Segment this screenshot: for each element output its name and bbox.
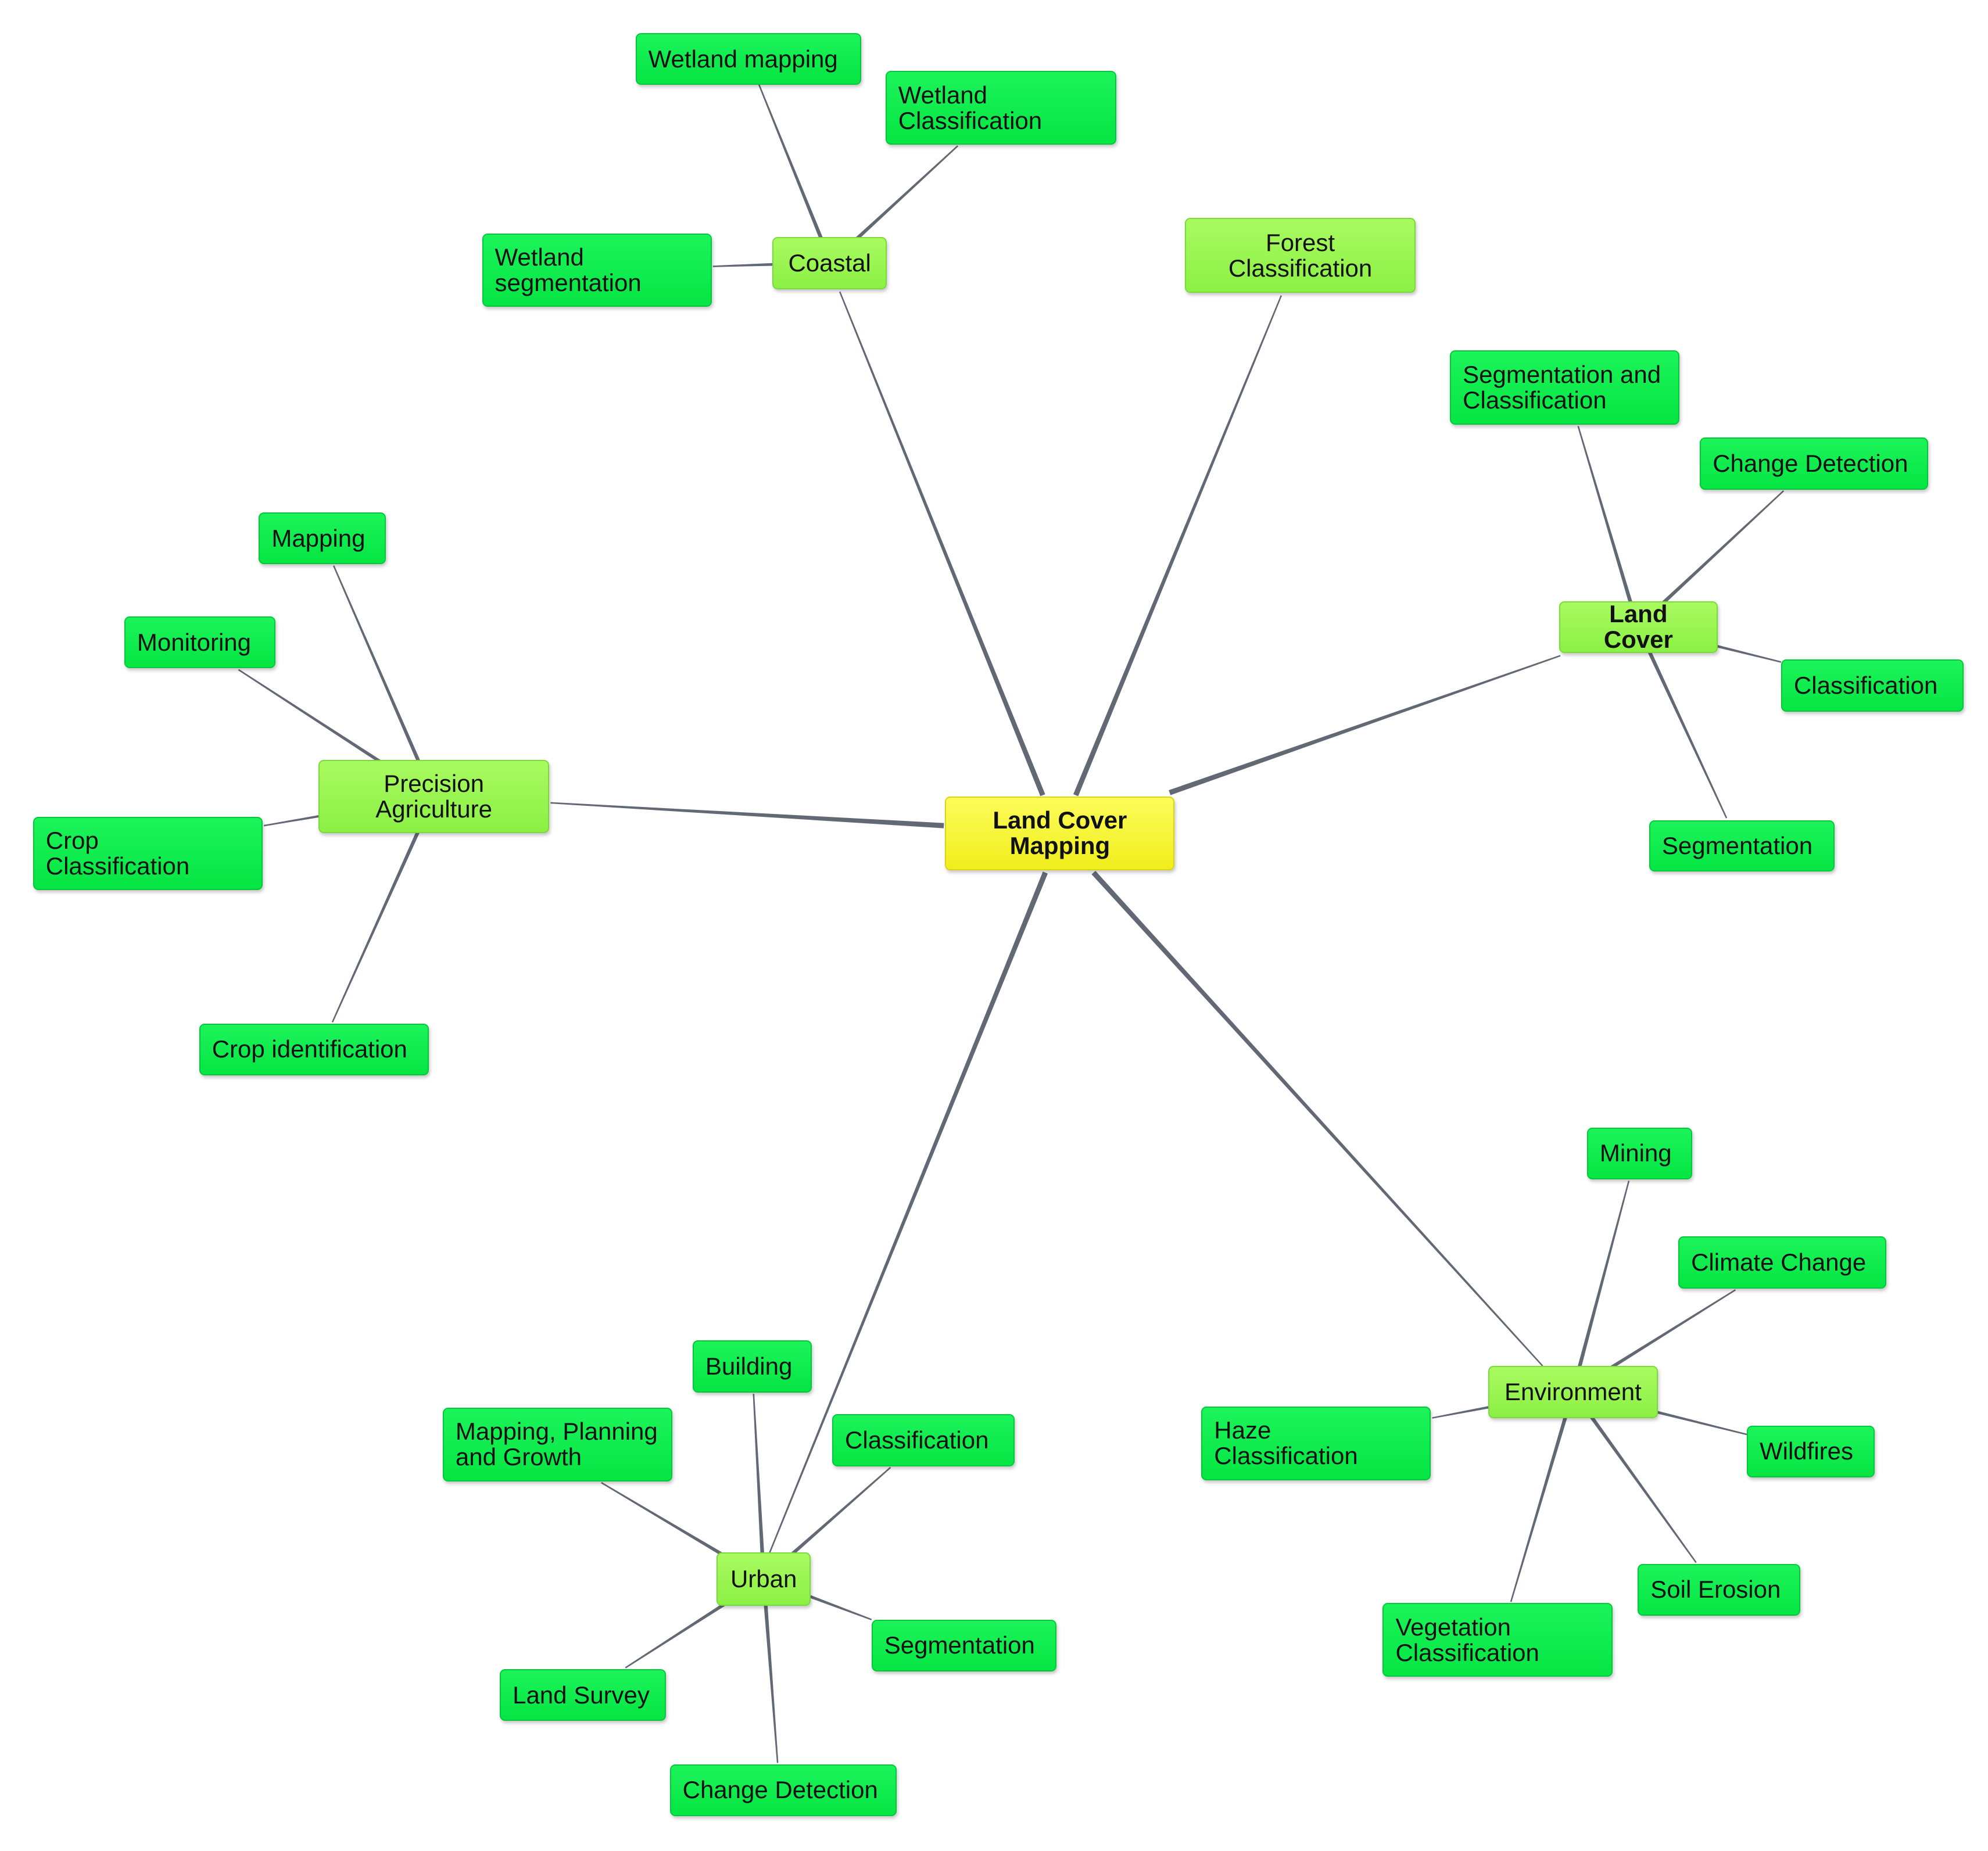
connector-urban-to-u6 bbox=[761, 1579, 779, 1763]
connector-root-to-forest bbox=[1073, 295, 1282, 797]
connector-landcover-to-l2 bbox=[1636, 490, 1785, 628]
branch-node-precision-agriculture: Precision Agriculture bbox=[318, 759, 550, 834]
connector-urban-to-u3 bbox=[762, 1466, 891, 1581]
connector-root-to-landcover bbox=[1169, 655, 1561, 795]
connector-coastal-to-c1 bbox=[758, 83, 833, 264]
leaf-node-environment-climate-change: Climate Change bbox=[1678, 1236, 1887, 1289]
branch-node-forest-classification: Forest Classification bbox=[1184, 218, 1416, 293]
root-node-land-cover-mapping: Land Cover Mapping bbox=[945, 796, 1175, 870]
leaf-node-environment-mining: Mining bbox=[1586, 1127, 1693, 1180]
connector-landcover-to-l4 bbox=[1636, 625, 1728, 819]
leaf-node-landcover-segmentation: Segmentation bbox=[1649, 820, 1835, 871]
connector-landcover-to-l1 bbox=[1577, 426, 1640, 627]
leaf-node-coastal-wetland-segmentation: Wetland segmentation bbox=[482, 233, 712, 307]
leaf-node-landcover-classification: Classification bbox=[1781, 659, 1964, 712]
branch-node-urban: Urban bbox=[717, 1552, 811, 1606]
connector-root-to-precision bbox=[550, 802, 944, 828]
leaf-node-urban-land-survey: Land Survey bbox=[500, 1669, 667, 1721]
leaf-node-urban-segmentation: Segmentation bbox=[871, 1619, 1057, 1672]
leaf-node-landcover-change-detection: Change Detection bbox=[1700, 437, 1929, 490]
leaf-node-environment-soil-erosion: Soil Erosion bbox=[1638, 1563, 1800, 1616]
connector-precision-to-p1 bbox=[333, 565, 436, 798]
branch-node-environment: Environment bbox=[1488, 1366, 1659, 1418]
connector-coastal-to-c2 bbox=[829, 145, 958, 264]
connector-urban-to-u1 bbox=[753, 1394, 766, 1579]
branch-node-land-cover: Land Cover bbox=[1559, 601, 1718, 654]
leaf-node-coastal-wetland-classification: Wetland Classification bbox=[885, 71, 1117, 145]
branch-node-coastal: Coastal bbox=[772, 237, 887, 289]
connector-precision-to-p4 bbox=[331, 795, 436, 1023]
leaf-node-coastal-wetland-mapping: Wetland mapping bbox=[635, 33, 862, 85]
leaf-node-precision-crop-identification: Crop identification bbox=[199, 1023, 429, 1076]
leaf-node-landcover-segmentation-and-classification: Segmentation and Classification bbox=[1450, 350, 1680, 425]
connector-root-to-environment bbox=[1091, 870, 1543, 1366]
connector-root-to-coastal bbox=[839, 291, 1045, 797]
leaf-node-environment-vegetation-classification: Vegetation Classification bbox=[1382, 1603, 1613, 1677]
leaf-node-urban-change-detection: Change Detection bbox=[669, 1764, 897, 1817]
leaf-node-precision-crop-classification: Crop Classification bbox=[33, 816, 263, 891]
leaf-node-environment-wildfires: Wildfires bbox=[1746, 1425, 1875, 1478]
leaf-node-precision-monitoring: Monitoring bbox=[124, 616, 275, 669]
leaf-node-urban-classification: Classification bbox=[832, 1414, 1015, 1466]
leaf-node-precision-mapping: Mapping bbox=[259, 512, 386, 565]
leaf-node-urban-mapping-planning-and-growth: Mapping, Planning and Growth bbox=[442, 1408, 672, 1481]
connector-root-to-urban bbox=[768, 871, 1048, 1555]
connector-environment-to-e6 bbox=[1510, 1390, 1575, 1602]
connector-environment-to-e5 bbox=[1571, 1390, 1697, 1563]
leaf-node-urban-building: Building bbox=[692, 1340, 812, 1393]
connector-environment-to-e1 bbox=[1571, 1181, 1630, 1392]
leaf-node-environment-haze-classification: Haze Classification bbox=[1201, 1406, 1431, 1480]
